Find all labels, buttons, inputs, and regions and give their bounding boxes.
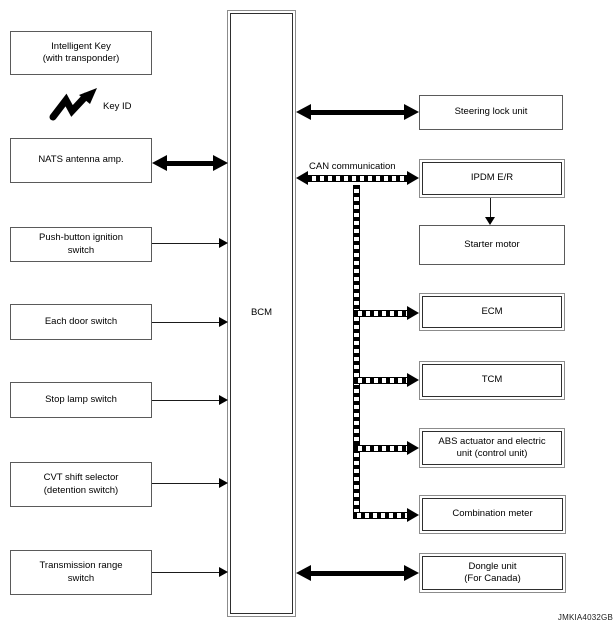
steering-lock-label: Steering lock unit: [454, 106, 528, 118]
transmission-to-bcm-arrow: [152, 567, 228, 577]
nats-antenna-label: NATS antenna amp.: [38, 154, 124, 166]
key-id-label: Key ID: [103, 101, 132, 112]
combination-meter-label: Combination meter: [452, 508, 533, 520]
combination-meter-box: Combination meter: [419, 495, 566, 534]
bcm-box: BCM: [227, 10, 296, 617]
figure-code: JMKIA4032GB: [557, 613, 613, 622]
can-bus-bcm-ipdm-arrow: [296, 171, 419, 185]
cvt-shift-selector-label: CVT shift selector (detention switch): [43, 472, 119, 496]
ipdm-to-starter-arrow: [484, 198, 496, 225]
nats-antenna-box: NATS antenna amp.: [10, 138, 152, 183]
can-branch-abs-arrow: [354, 441, 419, 455]
push-button-ignition-box: Push-button ignition switch: [10, 227, 152, 262]
bcm-steering-thick-arrow: [296, 104, 419, 120]
push-button-to-bcm-arrow: [152, 238, 228, 248]
bcm-dongle-thick-arrow: [296, 565, 419, 581]
cvt-to-bcm-arrow: [152, 478, 228, 488]
nats-bcm-thick-arrow: [152, 155, 228, 171]
door-switch-to-bcm-arrow: [152, 317, 228, 327]
each-door-switch-box: Each door switch: [10, 304, 152, 340]
stop-lamp-to-bcm-arrow: [152, 395, 228, 405]
tcm-label: TCM: [481, 374, 503, 386]
intelligent-key-label: Intelligent Key (with transponder): [42, 40, 120, 64]
starter-motor-label: Starter motor: [464, 238, 520, 250]
stop-lamp-switch-label: Stop lamp switch: [45, 393, 117, 405]
starter-motor-box: Starter motor: [419, 225, 565, 265]
can-branch-tcm-arrow: [354, 373, 419, 387]
cvt-shift-selector-box: CVT shift selector (detention switch): [10, 462, 152, 507]
transmission-range-label: Transmission range switch: [39, 560, 123, 584]
stop-lamp-switch-box: Stop lamp switch: [10, 382, 152, 418]
abs-actuator-label: ABS actuator and electric unit (control …: [438, 435, 546, 459]
ipdm-box: IPDM E/R: [419, 159, 565, 198]
tcm-box: TCM: [419, 361, 565, 400]
ipdm-label: IPDM E/R: [470, 172, 514, 184]
steering-lock-box: Steering lock unit: [419, 95, 563, 130]
key-id-zigzag-icon: [49, 88, 97, 121]
intelligent-key-box: Intelligent Key (with transponder): [10, 31, 152, 75]
can-bus-vertical-line: [353, 185, 360, 512]
abs-actuator-box: ABS actuator and electric unit (control …: [419, 428, 565, 468]
each-door-switch-label: Each door switch: [44, 315, 118, 327]
can-branch-ecm-arrow: [354, 306, 419, 320]
ecm-label: ECM: [481, 305, 503, 317]
can-branch-combination-meter-arrow: [353, 508, 419, 522]
bcm-label: BCM: [250, 307, 273, 319]
dongle-unit-box: Dongle unit (For Canada): [419, 553, 566, 593]
ecm-box: ECM: [419, 293, 565, 331]
transmission-range-box: Transmission range switch: [10, 550, 152, 595]
can-communication-label: CAN communication: [309, 161, 396, 172]
dongle-unit-label: Dongle unit (For Canada): [464, 560, 521, 584]
push-button-ignition-label: Push-button ignition switch: [39, 232, 123, 256]
